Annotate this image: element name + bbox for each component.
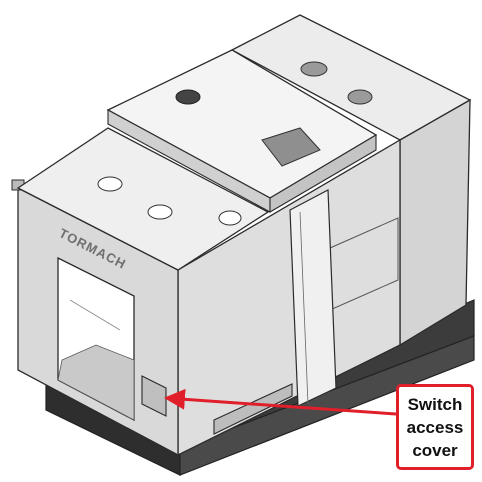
callout-arrow	[163, 388, 397, 416]
front-panel: TORMACH	[11, 179, 179, 457]
rear-hood	[230, 14, 472, 347]
callout-label-box: Switch access cover	[396, 384, 474, 470]
callout-line-3: cover	[412, 440, 458, 460]
right-side-panel	[177, 138, 401, 457]
switch-access-cover	[141, 375, 167, 417]
center-hood	[106, 49, 378, 213]
callout-line-1: Switch	[407, 394, 463, 414]
callout-line-2: access	[406, 417, 464, 437]
top-lid	[16, 127, 270, 271]
